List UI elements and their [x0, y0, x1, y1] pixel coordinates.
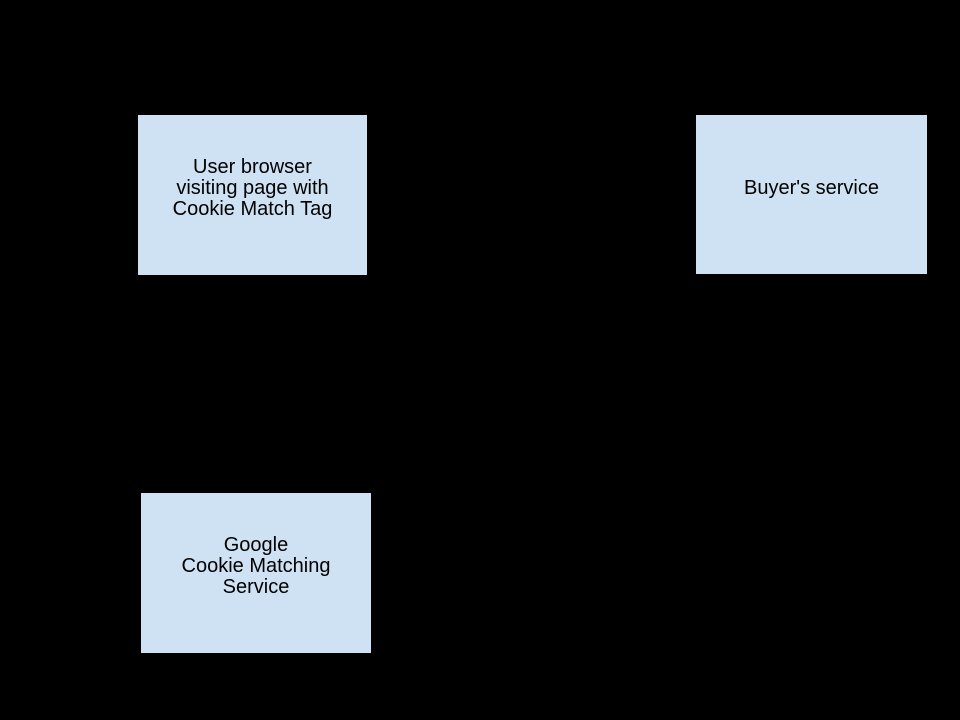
node-buyers-service: Buyer's service [695, 114, 928, 275]
label-line: Buyer's service [744, 176, 879, 199]
label-line: Service [222, 576, 290, 598]
label-line: Cookie Match Tag [172, 198, 333, 220]
node-buyers-service-label: Buyer's service [744, 176, 879, 199]
label-line: User browser [193, 156, 312, 178]
node-google-cookie-matching-service: Google Cookie Matching Service [140, 492, 372, 654]
label-line: Google [223, 534, 289, 556]
node-google-cookie-matching-service-label: Google Cookie Matching Service [182, 535, 331, 598]
label-line: visiting page with [176, 177, 329, 199]
node-user-browser-label: User browser visiting page with Cookie M… [173, 157, 333, 220]
node-user-browser: User browser visiting page with Cookie M… [137, 114, 368, 276]
label-line: Cookie Matching [181, 555, 331, 577]
